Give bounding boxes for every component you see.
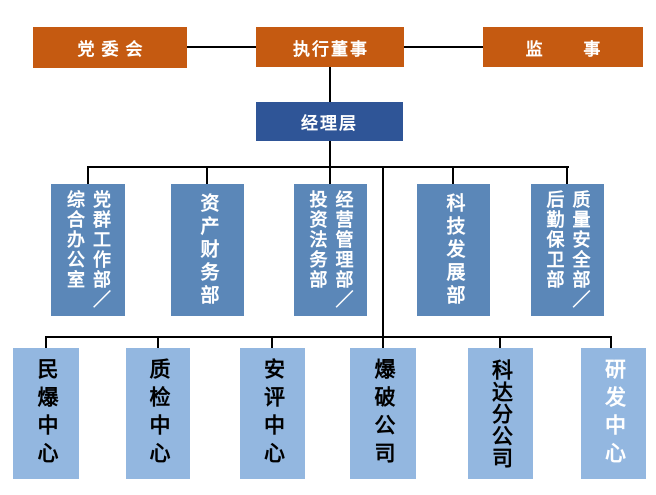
connector-drop-dept-5: [566, 166, 568, 184]
connector-management-to-spine: [329, 141, 331, 166]
unit-box-blasting-company: 爆破公司: [350, 348, 416, 479]
org-box-management-layer: 经理层: [256, 102, 403, 141]
dept-box-tech-development: 科技发展部: [417, 184, 490, 316]
dept-label: 党群工作部／ 综合办公室: [65, 190, 111, 310]
connector-drop-dept-4: [452, 166, 454, 184]
unit-spine: [46, 336, 612, 338]
connector-party-to-director: [187, 46, 256, 48]
connector-drop-unit-5: [499, 336, 501, 348]
dept-box-operations-legal: 经营管理部／ 投资法务部: [294, 184, 367, 316]
unit-label: 安评中心: [261, 357, 285, 470]
connector-spine-to-units: [382, 166, 384, 336]
executive-director-label: 执行董事: [293, 39, 369, 59]
connector-drop-unit-1: [45, 336, 47, 348]
unit-label: 民爆中心: [35, 357, 58, 470]
connector-drop-unit-2: [157, 336, 159, 348]
party-committee-label: 党委会: [77, 40, 150, 59]
org-box-supervisor: 监 事: [483, 27, 643, 67]
connector-drop-dept-1: [87, 166, 89, 184]
dept-label: 科技发展部: [443, 192, 465, 308]
dept-box-quality-safety-logistics: 质量安全部／ 后勤保卫部: [531, 184, 604, 316]
unit-label: 爆破公司: [372, 357, 395, 470]
management-layer-label: 经理层: [301, 114, 358, 133]
connector-director-to-supervisor: [404, 46, 483, 48]
unit-box-rnd-center: 研发中心: [581, 348, 646, 479]
connector-drop-unit-3: [271, 336, 273, 348]
connector-drop-dept-3: [329, 166, 331, 184]
org-box-executive-director: 执行董事: [256, 27, 404, 67]
dept-label: 质量安全部／ 后勤保卫部: [544, 190, 591, 310]
connector-drop-unit-6: [610, 336, 612, 348]
dept-spine: [88, 166, 569, 168]
unit-box-keda-branch: 科达分公司: [468, 348, 533, 479]
unit-label: 研发中心: [602, 357, 626, 470]
unit-label: 质检中心: [147, 357, 170, 470]
dept-box-asset-finance: 资产财务部: [171, 184, 244, 316]
unit-box-quality-inspection-center: 质检中心: [126, 348, 190, 479]
dept-label: 资产财务部: [197, 192, 219, 308]
unit-label: 科达分公司: [489, 358, 513, 469]
supervisor-label: 监 事: [525, 39, 619, 59]
unit-box-civil-explosives-center: 民爆中心: [13, 348, 79, 479]
org-box-party-committee: 党委会: [33, 27, 187, 68]
dept-label: 经营管理部／ 投资法务部: [307, 190, 354, 310]
connector-director-to-management: [329, 67, 331, 102]
connector-drop-unit-4: [382, 336, 384, 348]
dept-box-party-mass-office: 党群工作部／ 综合办公室: [51, 184, 125, 316]
connector-drop-dept-2: [206, 166, 208, 184]
unit-box-safety-evaluation-center: 安评中心: [240, 348, 305, 479]
